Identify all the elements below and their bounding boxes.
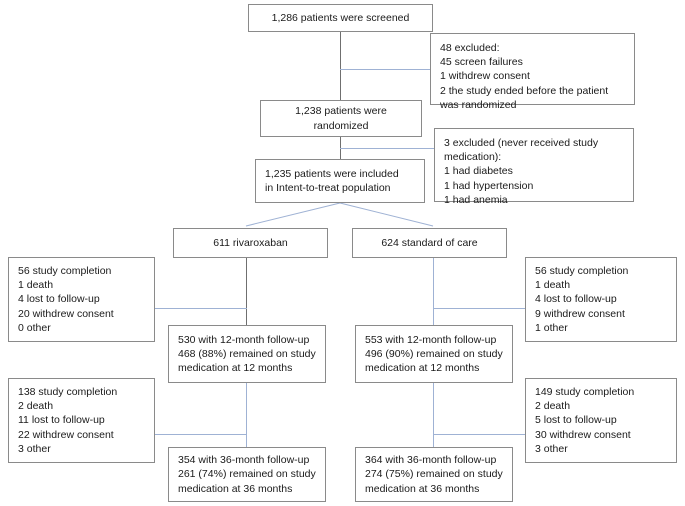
node-standard-discontinuations-12mo-label: 56 study completion 1 death 4 lost to fo… xyxy=(535,265,629,334)
connector-std-discont12-branch xyxy=(433,308,525,309)
node-arm-rivaroxaban: 611 rivaroxaban xyxy=(173,228,328,258)
node-standard-followup-12mo-label: 553 with 12-month follow-up 496 (90%) re… xyxy=(365,333,503,375)
connector-to-excluded-medication xyxy=(340,148,434,149)
connector-riva-arm-to-fu12 xyxy=(246,257,247,325)
node-excluded-screening-label: 48 excluded: 45 screen failures 1 withdr… xyxy=(440,42,609,111)
node-excluded-medication: 3 excluded (never received study medicat… xyxy=(434,128,634,206)
node-rivaroxaban-followup-12mo-label: 530 with 12-month follow-up 468 (88%) re… xyxy=(178,333,316,375)
node-standard-discontinuations-12mo: 56 study completion 1 death 4 lost to fo… xyxy=(525,257,677,342)
node-excluded-medication-label: 3 excluded (never received study medicat… xyxy=(444,137,599,206)
node-itt-population-label: 1,235 patients were included in Intent-t… xyxy=(265,167,399,194)
connector-riva-fu12-to-fu36 xyxy=(246,383,247,447)
node-screened-label: 1,286 patients were screened xyxy=(271,11,410,24)
node-randomized: 1,238 patients were randomized xyxy=(260,100,422,137)
connector-to-excluded-screening xyxy=(340,69,430,70)
node-arm-standard-of-care: 624 standard of care xyxy=(352,228,507,258)
node-rivaroxaban-followup-36mo-label: 354 with 36-month follow-up 261 (74%) re… xyxy=(178,454,316,495)
connector-std-fu12-to-fu36 xyxy=(433,383,434,447)
node-excluded-screening: 48 excluded: 45 screen failures 1 withdr… xyxy=(430,33,635,111)
node-itt-population: 1,235 patients were included in Intent-t… xyxy=(255,159,425,203)
node-rivaroxaban-followup-12mo: 530 with 12-month follow-up 468 (88%) re… xyxy=(168,325,326,383)
node-arm-rivaroxaban-label: 611 rivaroxaban xyxy=(213,236,288,249)
node-standard-followup-12mo: 553 with 12-month follow-up 496 (90%) re… xyxy=(355,325,513,383)
connector-std-discont36-branch xyxy=(433,434,525,435)
connector-riva-discont36-branch xyxy=(155,434,247,435)
node-arm-standard-of-care-label: 624 standard of care xyxy=(381,236,478,249)
node-randomized-label: 1,238 patients were randomized xyxy=(295,105,387,132)
node-rivaroxaban-followup-36mo: 354 with 36-month follow-up 261 (74%) re… xyxy=(168,447,326,502)
connector-riva-discont12-branch xyxy=(155,308,247,309)
connector-randomized-to-itt xyxy=(340,136,341,159)
node-rivaroxaban-discontinuations-12mo: 56 study completion 1 death 4 lost to fo… xyxy=(8,257,155,342)
node-standard-discontinuations-36mo: 149 study completion 2 death 5 lost to f… xyxy=(525,378,677,463)
connector-screened-to-randomized xyxy=(340,31,341,104)
node-standard-followup-36mo: 364 with 36-month follow-up 274 (75%) re… xyxy=(355,447,513,502)
connector-std-arm-to-fu12 xyxy=(433,257,434,325)
node-rivaroxaban-discontinuations-36mo-label: 138 study completion 2 death 11 lost to … xyxy=(18,386,118,455)
node-rivaroxaban-discontinuations-36mo: 138 study completion 2 death 11 lost to … xyxy=(8,378,155,463)
node-rivaroxaban-discontinuations-12mo-label: 56 study completion 1 death 4 lost to fo… xyxy=(18,265,114,334)
node-standard-discontinuations-36mo-label: 149 study completion 2 death 5 lost to f… xyxy=(535,386,635,455)
node-standard-followup-36mo-label: 364 with 36-month follow-up 274 (75%) re… xyxy=(365,454,503,495)
node-screened: 1,286 patients were screened xyxy=(248,4,433,32)
